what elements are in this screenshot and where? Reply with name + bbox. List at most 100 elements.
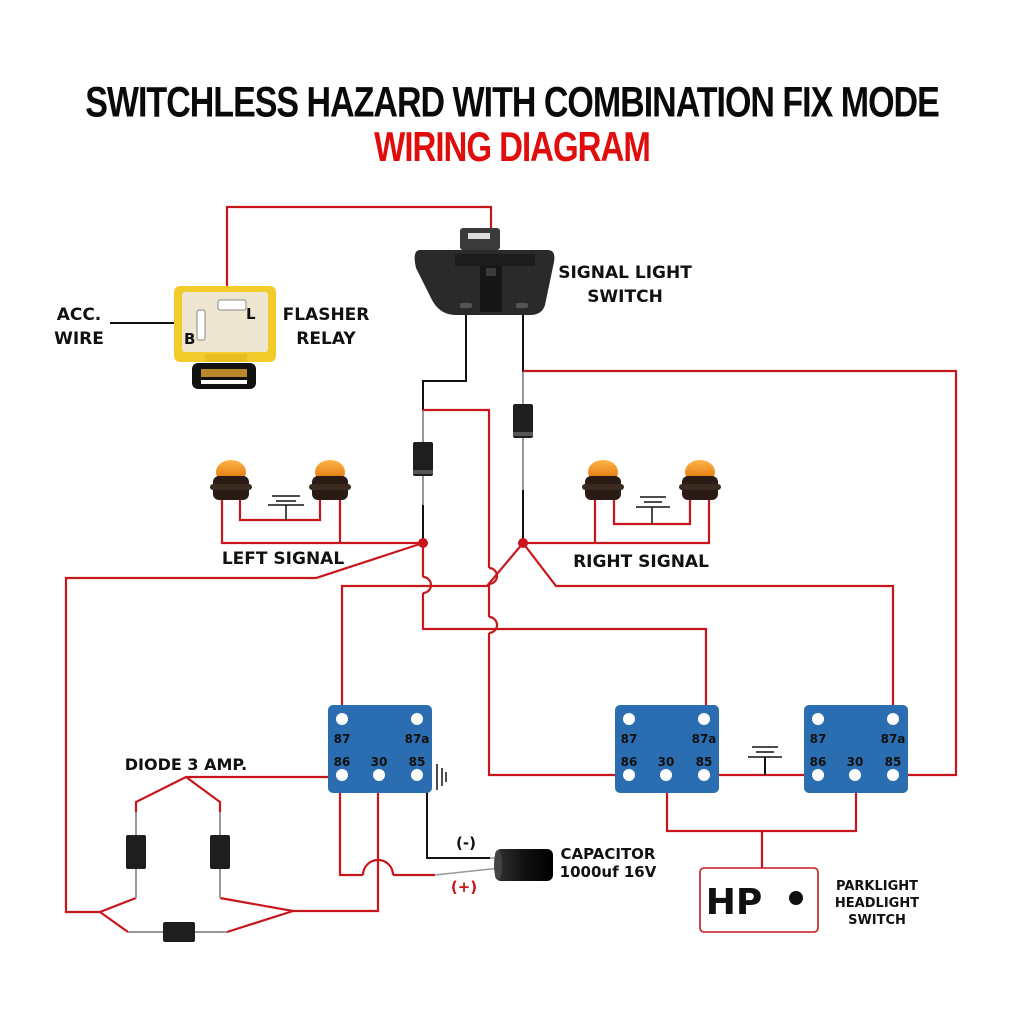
relay-pin-label: 30: [658, 755, 675, 769]
relay-pin-label: 86: [334, 755, 351, 769]
diagram-title: SWITCHLESS HAZARD WITH COMBINATION FIX M…: [85, 79, 940, 127]
wire-right-junction-right: [522, 542, 895, 718]
ground-icon: [636, 496, 670, 524]
wire-diode-bank-bottom-right: [226, 909, 294, 934]
relay-body: [804, 705, 908, 793]
left-signal-label: LEFT SIGNAL: [222, 549, 344, 569]
right-signal-label: RIGHT SIGNAL: [573, 552, 709, 572]
wire-right-junction-left: [340, 542, 524, 718]
diode-icon: [163, 922, 195, 942]
diode-icon: [210, 835, 230, 869]
wire-left-to-relay2-87a: [421, 593, 708, 718]
cap-lead-pos: [434, 867, 501, 876]
wire-diode-bank-left-bottom: [99, 911, 129, 933]
hp-label-1: PARKLIGHT: [836, 879, 918, 894]
relay-pin-label: 87: [621, 732, 638, 746]
capacitor-neg-label: (-): [456, 834, 476, 852]
relay-pin-30: [373, 769, 385, 781]
relay-body: [615, 705, 719, 793]
wire-flasher-to-switch: [225, 205, 493, 303]
ground-icon: [748, 746, 782, 758]
wire-left-to-relay2-86: [423, 408, 491, 568]
ground-icon: [268, 495, 304, 520]
relay-pin-label: 87: [334, 732, 351, 746]
relay-pin-85: [698, 769, 710, 781]
lamp-icon: [582, 460, 624, 500]
hp-switch-text: HP: [706, 882, 763, 923]
relay-pin-label: 85: [696, 755, 713, 769]
wire-right-lamp-outer: [523, 500, 711, 545]
relay-3: 87 87a 86 30 85: [804, 705, 908, 793]
wire-relay1-30-to-diodes: [219, 777, 380, 913]
diode-bank: [126, 812, 230, 942]
relay-pin-label: 87a: [405, 732, 430, 746]
relay-pin-87: [812, 713, 824, 725]
wire-left-to-relay2-86c: [487, 633, 629, 777]
relay-pin-30: [660, 769, 672, 781]
wire-relay1-86-to-cap: [338, 777, 363, 877]
lamp-icon: [309, 460, 351, 500]
wire-right-to-relay3-85: [523, 369, 958, 777]
wire-diode-bank-left: [99, 896, 137, 914]
flasher-label-1: FLASHER: [283, 305, 370, 325]
left-signal-lamps: [210, 460, 351, 500]
capacitor-icon: [494, 849, 553, 881]
wire-switch-left: [422, 313, 467, 410]
hp-label-3: SWITCH: [848, 913, 906, 928]
relay-pin-label: 87a: [692, 732, 717, 746]
acc-wire-label-1: ACC.: [57, 305, 102, 325]
relay-pin-87: [623, 713, 635, 725]
lamp-icon: [679, 460, 721, 500]
flasher-relay: L B: [174, 286, 276, 389]
relay-pin-label: 85: [885, 755, 902, 769]
wire-hop: [488, 615, 499, 635]
signal-light-switch: [414, 228, 555, 315]
hp-switch: HP: [699, 867, 819, 933]
relay-pin-30: [849, 769, 861, 781]
diagram-subtitle: WIRING DIAGRAM: [374, 123, 651, 170]
wire-hop: [488, 566, 499, 586]
relay-pin-label: 86: [621, 755, 638, 769]
relay-pin-87: [336, 713, 348, 725]
capacitor-label-1: CAPACITOR: [561, 845, 656, 863]
wire-left-junction-to-diode-bank: [64, 541, 424, 914]
diode-bank-label: DIODE 3 AMP.: [125, 755, 248, 774]
flasher-pin-b: B: [184, 330, 195, 348]
switch-label-1: SIGNAL LIGHT: [558, 263, 692, 283]
relay-pin-87a: [887, 713, 899, 725]
relay-pin-87a: [698, 713, 710, 725]
relay-2: 87 87a 86 30 85: [615, 705, 719, 793]
flasher-pin-l: L: [246, 305, 256, 323]
ground-icon: [436, 764, 447, 790]
hp-switch-dot: [789, 891, 803, 905]
capacitor-label-2: 1000uf 16V: [560, 863, 657, 881]
relay-pin-label: 86: [810, 755, 827, 769]
wire-diode-top-right: [185, 776, 222, 812]
diode-icon: [126, 835, 146, 869]
wire-relay1-86-to-diodes: [134, 775, 342, 812]
switch-label-2: SWITCH: [587, 287, 663, 307]
right-signal-lamps: [582, 460, 721, 500]
relay-pin-86: [336, 769, 348, 781]
relay-pin-86: [812, 769, 824, 781]
diode-icon: [413, 442, 433, 476]
relay-pin-87a: [411, 713, 423, 725]
relay-pin-86: [623, 769, 635, 781]
relay-pin-label: 87: [810, 732, 827, 746]
diode-icon: [513, 404, 533, 438]
relay-pin-label: 30: [847, 755, 864, 769]
lamp-icon: [210, 460, 252, 500]
junction-left: [418, 538, 428, 548]
relay-pin-label: 87a: [881, 732, 906, 746]
hp-label-2: HEADLIGHT: [835, 896, 919, 911]
relay-pin-label: 85: [409, 755, 426, 769]
relay-pin-85: [887, 769, 899, 781]
wire-left-lamp-inner: [238, 500, 322, 522]
wire-left-lamp-outer: [220, 500, 423, 545]
relay-pin-label: 30: [371, 755, 388, 769]
acc-wire-label-2: WIRE: [54, 329, 104, 349]
relay-body: [328, 705, 432, 793]
capacitor-pos-label: (+): [451, 878, 477, 896]
relay-1: 87 87a 86 30 85: [328, 705, 432, 793]
